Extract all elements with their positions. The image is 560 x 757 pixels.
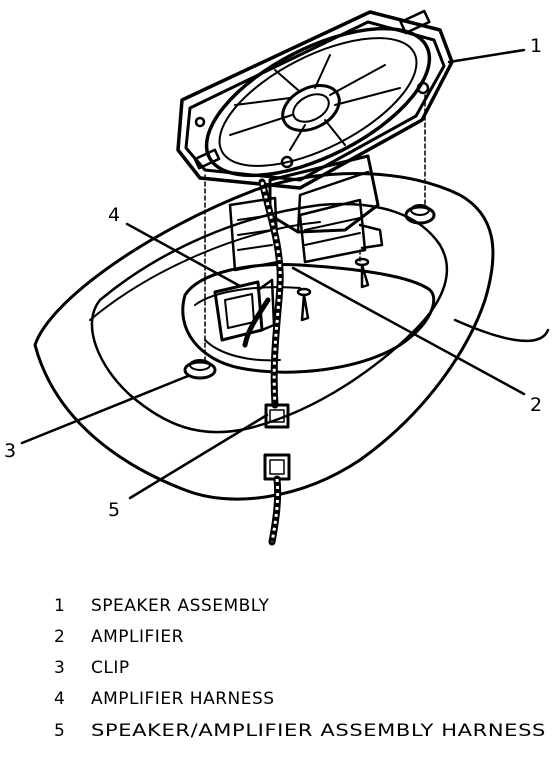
callouts: 1 2 3 4 5 — [4, 35, 542, 521]
legend-number-4: 4 — [54, 689, 65, 709]
speaker-assembly — [176, 9, 454, 190]
callout-4: 4 — [108, 204, 120, 226]
legend-number-5: 5 — [54, 721, 65, 741]
legend: 1 SPEAKER ASSEMBLY 2 AMPLIFIER 3 CLIP 4 … — [54, 596, 546, 741]
leader-line-3 — [20, 374, 190, 445]
legend-text-2: AMPLIFIER — [91, 627, 184, 647]
leader-lines — [20, 48, 526, 500]
leader-line-5 — [128, 413, 269, 500]
leader-line-1 — [447, 48, 526, 64]
legend-number-2: 2 — [54, 627, 65, 647]
callout-3: 3 — [4, 440, 16, 462]
callout-5: 5 — [108, 499, 120, 521]
speaker-amplifier-harness — [242, 178, 291, 546]
screws — [296, 257, 370, 322]
callout-2: 2 — [530, 394, 542, 416]
legend-number-3: 3 — [54, 658, 65, 678]
callout-1: 1 — [530, 35, 542, 57]
legend-text-1: SPEAKER ASSEMBLY — [91, 596, 270, 616]
legend-number-1: 1 — [54, 596, 65, 616]
panel-outline — [33, 172, 550, 501]
leader-line-4 — [125, 222, 242, 288]
amplifier — [228, 154, 384, 272]
legend-text-5: SPEAKER/AMPLIFIER ASSEMBLY HARNESS — [91, 721, 546, 741]
legend-text-4: AMPLIFIER HARNESS — [91, 689, 275, 709]
clip — [183, 204, 436, 380]
legend-text-3: CLIP — [91, 658, 130, 678]
leader-line-2 — [291, 266, 526, 396]
